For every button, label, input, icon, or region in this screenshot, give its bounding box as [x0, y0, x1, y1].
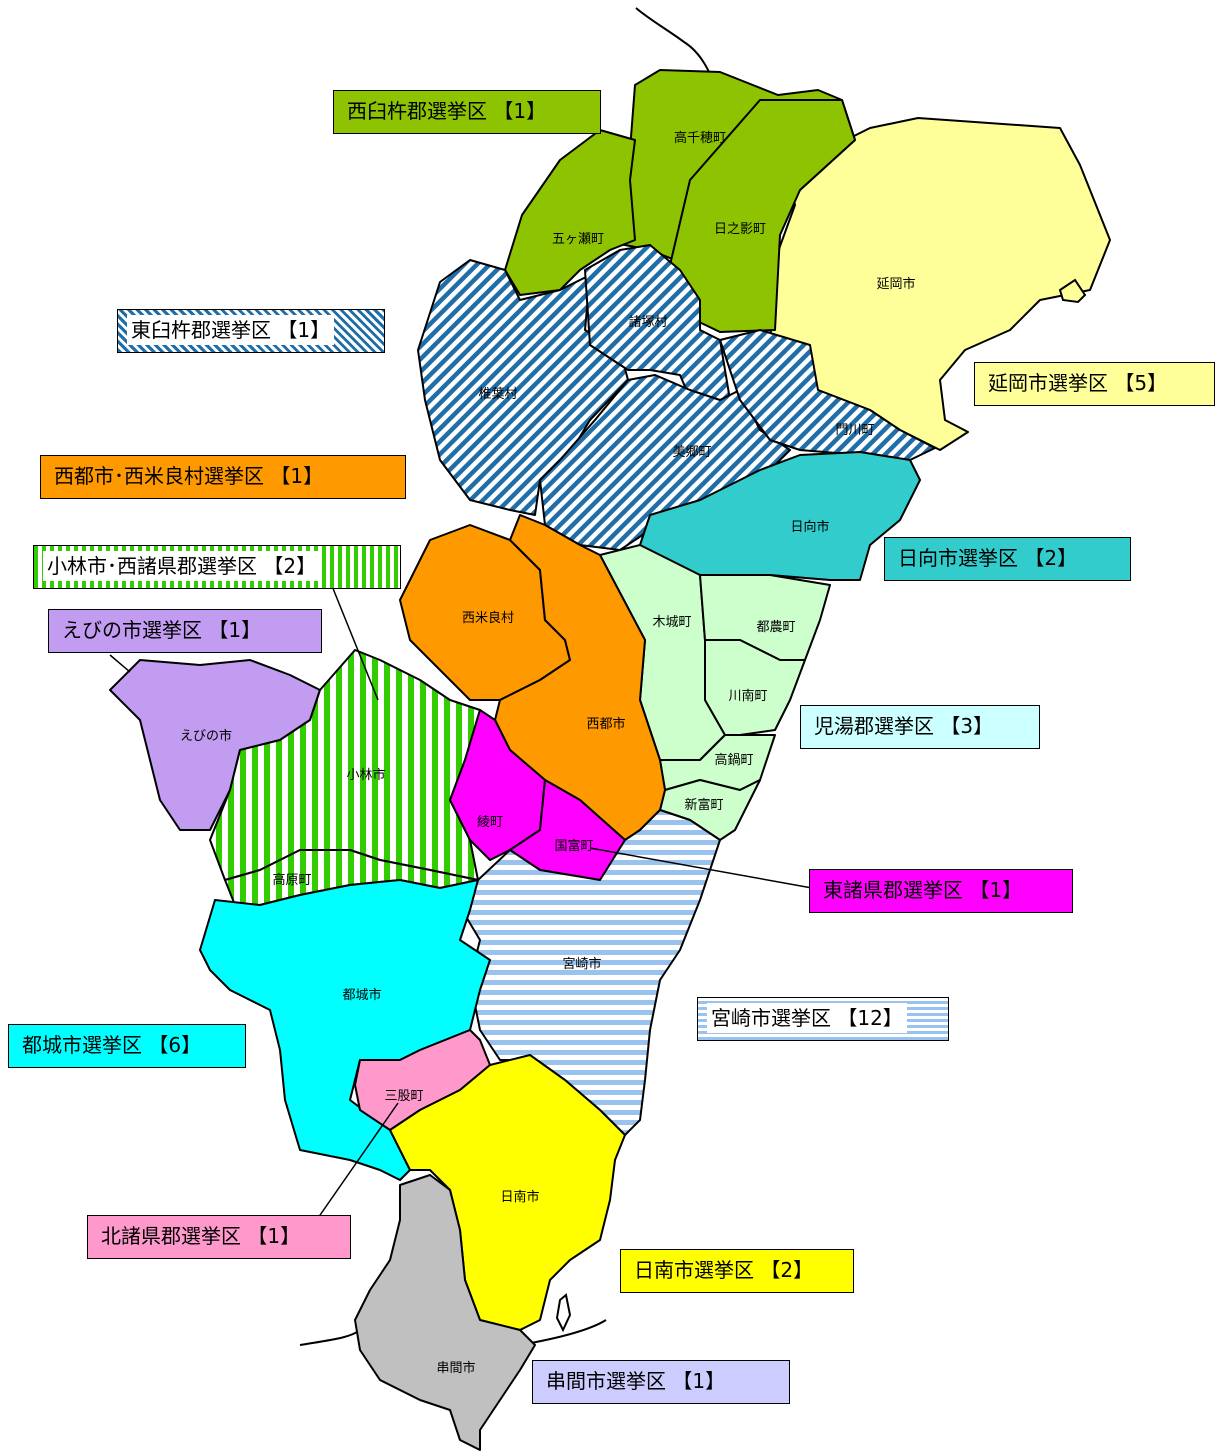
muni-takanabe: 高鍋町 [714, 752, 753, 768]
island-nobeoka [1058, 278, 1087, 304]
area-kushima [354, 1174, 536, 1451]
area-shiiba [417, 259, 629, 516]
muni-shintomi: 新富町 [684, 797, 723, 813]
muni-nichinan: 日南市 [500, 1189, 539, 1205]
leader-line-kitamorokata [317, 1102, 399, 1219]
district-label-nishiusuki: 西臼杵郡選挙区 【1】 [333, 90, 601, 134]
muni-nobeoka: 延岡市 [876, 276, 915, 292]
leader-line-ebino [109, 654, 131, 673]
district-label-saito: 西都市･西米良村選挙区 【1】 [40, 455, 406, 499]
muni-tsuno: 都農町 [756, 620, 795, 635]
muni-ebino: えびの市 [180, 728, 232, 744]
area-misato [539, 374, 791, 551]
muni-kadogawa: 門川町 [835, 423, 874, 438]
area-kawaminami [704, 639, 806, 736]
area-gokase [504, 129, 636, 296]
muni-morotsuka: 諸塚村 [628, 314, 667, 330]
district-label-nichinan: 日南市選挙区 【2】 [620, 1249, 854, 1293]
district-label-kushima: 串間市選挙区 【1】 [532, 1360, 790, 1404]
muni-miyazaki: 宮崎市 [562, 956, 601, 972]
muni-nishimera: 西米良村 [462, 610, 514, 626]
muni-hyuga: 日向市 [790, 519, 829, 535]
muni-miyakonojo: 都城市 [342, 987, 381, 1003]
leader-line-higashimorokata [589, 847, 813, 889]
muni-aya: 綾町 [477, 814, 503, 830]
district-label-higashimorokata: 東諸県郡選挙区 【1】 [809, 869, 1073, 913]
area-miyazaki [464, 809, 721, 1136]
district-label-kobayashi: 小林市･西諸県郡選挙区 【2】 [33, 545, 401, 589]
island-nichinan [555, 1293, 572, 1333]
muni-kobayashi: 小林市 [346, 767, 385, 783]
muni-takaharu: 高原町 [272, 872, 311, 888]
area-morotsuka [584, 244, 731, 411]
muni-kawaminami: 川南町 [728, 688, 767, 704]
district-label-nobeoka: 延岡市選挙区 【5】 [974, 362, 1215, 406]
district-label-kitamorokata: 北諸県郡選挙区 【1】 [87, 1215, 351, 1259]
area-nichinan [389, 1054, 626, 1331]
muni-kijo: 木城町 [652, 615, 691, 630]
leader-line-kobayashi [331, 585, 379, 701]
muni-misato: 美郷町 [672, 445, 711, 460]
muni-gokase: 五ヶ瀬町 [552, 232, 604, 247]
district-label-higashiusuki: 東臼杵郡選挙区 【1】 [117, 309, 385, 353]
district-label-miyazaki: 宮崎市選挙区 【12】 [697, 997, 949, 1041]
muni-kushima: 串間市 [436, 1360, 475, 1376]
muni-mimata: 三股町 [384, 1089, 423, 1104]
muni-takachiho: 高千穂町 [674, 130, 726, 146]
district-label-koyu: 児湯郡選挙区 【3】 [800, 705, 1040, 749]
muni-shiiba: 椎葉村 [478, 387, 517, 402]
district-label-miyakonojo: 都城市選挙区 【6】 [8, 1024, 246, 1068]
muni-hinokage: 日之影町 [714, 222, 766, 237]
area-kadogawa [719, 329, 936, 461]
district-label-ebino: えびの市選挙区 【1】 [48, 609, 322, 653]
district-label-hyuga: 日向市選挙区 【2】 [884, 537, 1131, 581]
muni-saito: 西都市 [586, 716, 625, 732]
muni-kunitomi: 国富町 [554, 838, 593, 854]
